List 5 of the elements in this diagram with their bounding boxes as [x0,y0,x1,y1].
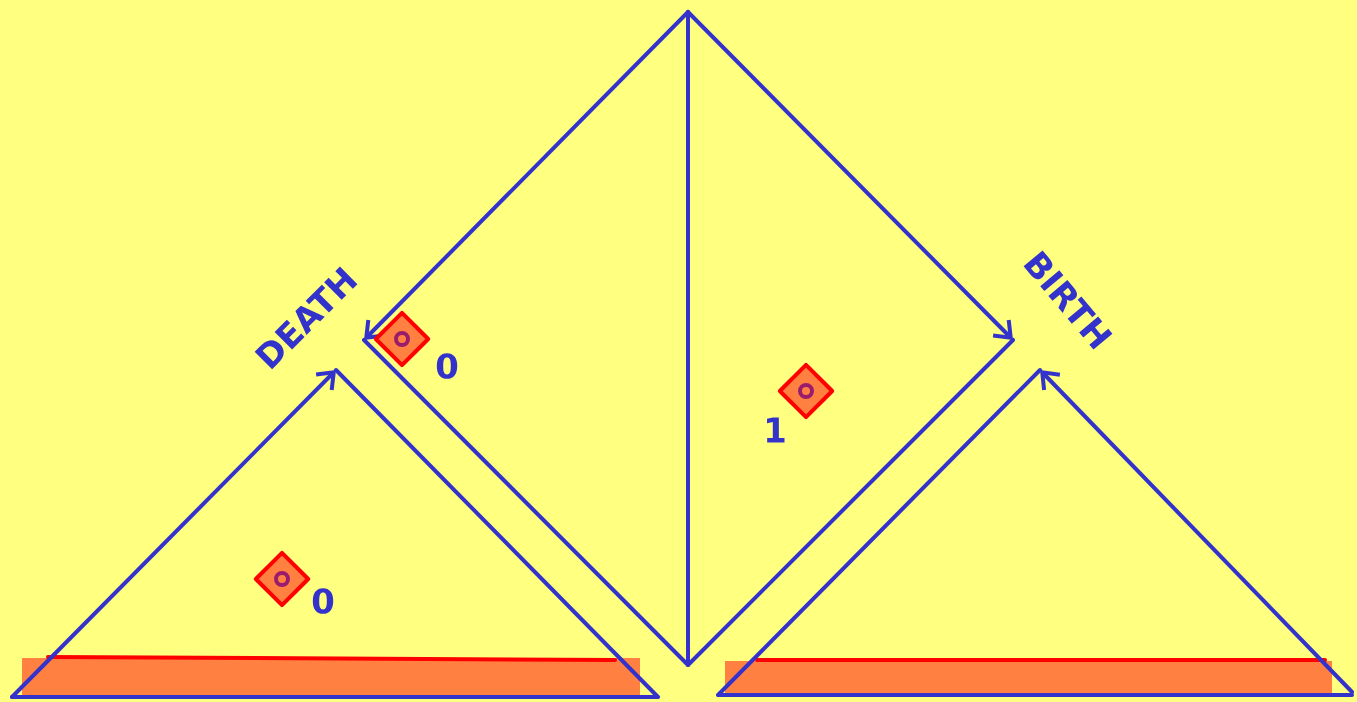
diamond-marker [253,550,311,608]
number-label: 0 [436,353,458,379]
number-label: 0 [312,588,334,614]
diamond-marker [373,310,431,368]
number-label: 1 [767,417,785,443]
